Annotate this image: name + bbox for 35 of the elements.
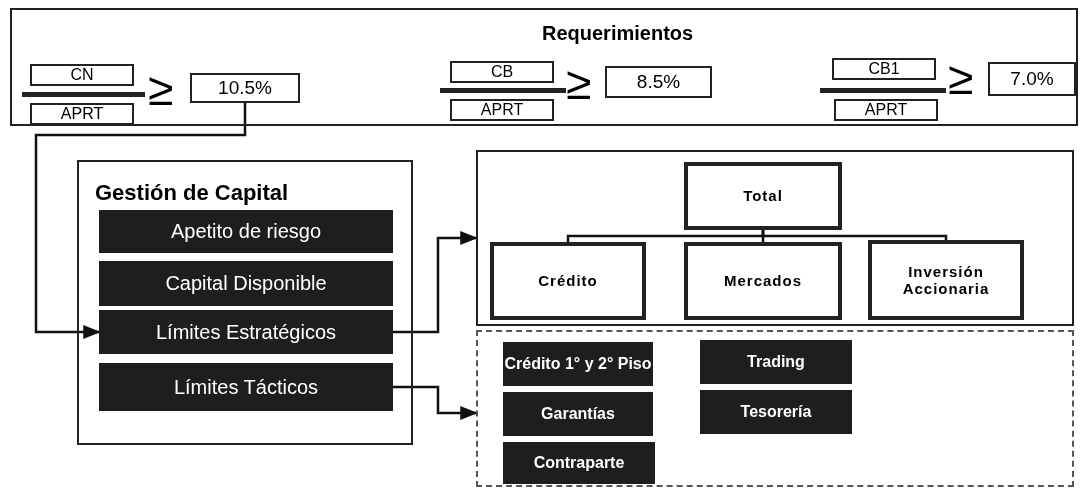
panel — [10, 8, 1078, 126]
category-box: Crédito 1° y 2° Piso — [503, 342, 653, 386]
dashed-panel — [476, 330, 1074, 487]
panel — [77, 160, 413, 445]
org-chart-box: Mercados — [684, 242, 842, 320]
category-box: Tesorería — [700, 390, 852, 434]
term-box: CN — [30, 64, 134, 86]
greater-equal-sign: ≥ — [148, 66, 174, 112]
bar: Capital Disponible — [99, 261, 393, 306]
value-box: 7.0% — [988, 62, 1076, 96]
category-box: Garantías — [503, 392, 653, 436]
term-box: APRT — [834, 99, 938, 121]
bar: Apetito de riesgo — [99, 210, 393, 253]
panel — [476, 150, 1074, 326]
panel-title: Gestión de Capital — [95, 180, 289, 206]
value-box: 10.5% — [190, 73, 300, 103]
value-box: 8.5% — [605, 66, 712, 98]
org-chart-box: Inversión Accionaria — [868, 240, 1024, 320]
greater-equal-sign: ≥ — [948, 55, 974, 101]
term-box: APRT — [30, 103, 134, 125]
bar: Límites Estratégicos — [99, 310, 393, 354]
panel-title: Requerimientos — [542, 22, 694, 45]
term-box: CB1 — [832, 58, 936, 80]
arrow — [393, 231, 478, 334]
org-chart-box: Total — [684, 162, 842, 230]
greater-equal-sign: ≥ — [566, 60, 592, 106]
category-box: Trading — [700, 340, 852, 384]
term-box: CB — [450, 61, 554, 83]
arrow — [34, 103, 247, 339]
org-chart-box: Crédito — [490, 242, 646, 320]
arrow — [393, 385, 478, 420]
term-box: APRT — [450, 99, 554, 121]
bar: Límites Tácticos — [99, 363, 393, 411]
category-box: Contraparte — [503, 442, 655, 484]
connector-line — [761, 230, 948, 240]
